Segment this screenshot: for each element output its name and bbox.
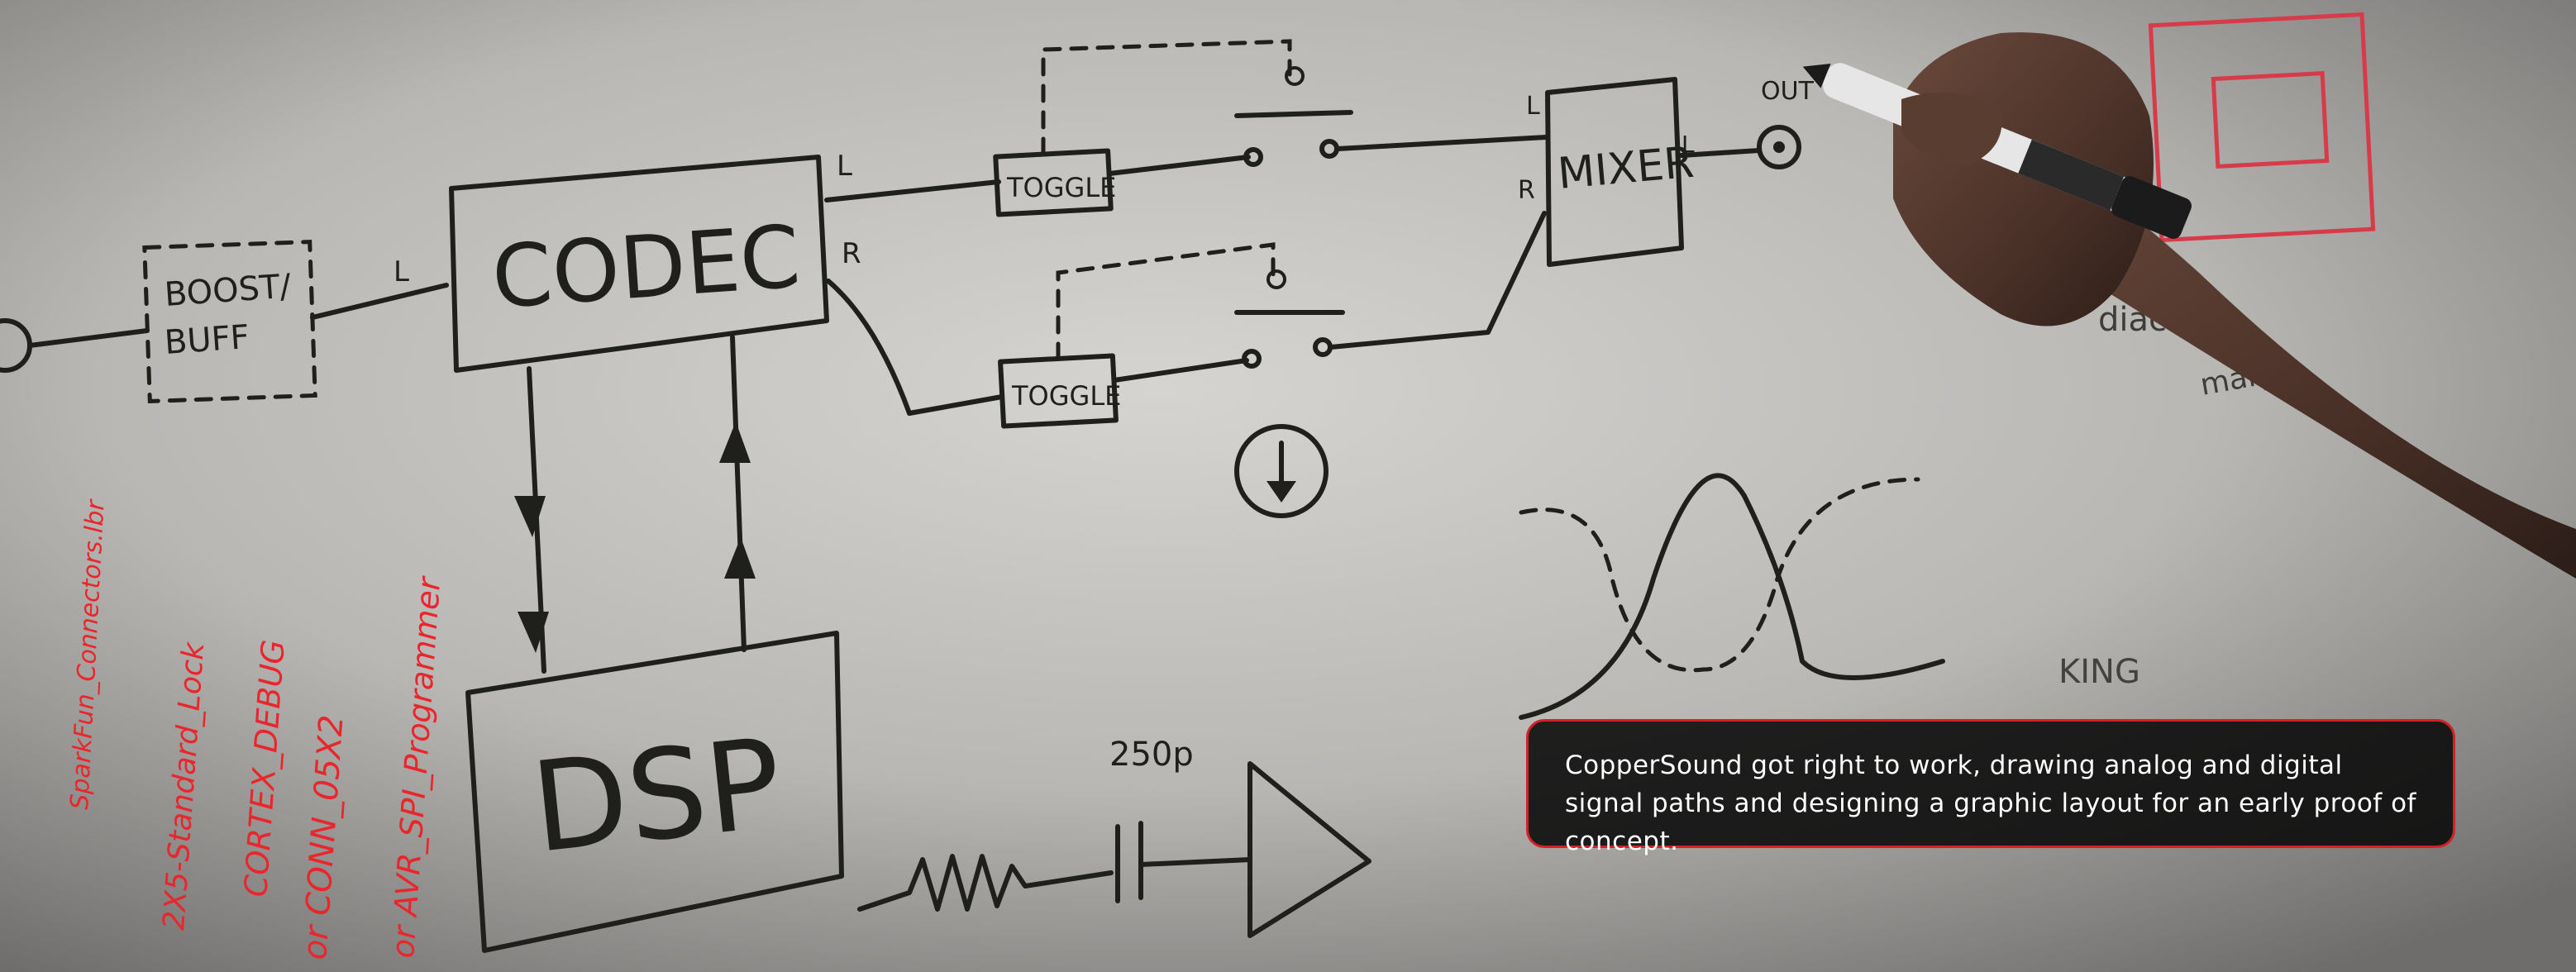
toggle-top-label: TOGGLE <box>1006 172 1116 203</box>
label-l-codec: L <box>837 150 852 183</box>
caption-text: CopperSound got right to work, drawing a… <box>1565 750 2416 856</box>
output-jack-center <box>1773 141 1785 153</box>
partial-text: KING <box>2058 653 2140 691</box>
toggle-bottom-label: TOGGLE <box>1011 380 1121 412</box>
caption-box: CopperSound got right to work, drawing a… <box>1526 719 2455 848</box>
codec-label: CODEC <box>489 206 803 328</box>
label-l: L <box>394 255 409 288</box>
label-l-mixer: L <box>1526 92 1540 121</box>
boost-buff-label-2: BUFF <box>163 318 250 362</box>
label-r-codec: R <box>842 237 861 270</box>
label-r-mixer: R <box>1518 176 1535 205</box>
out-label: OUT <box>1761 77 1815 106</box>
switch-lever <box>1237 112 1351 116</box>
dsp-label: DSP <box>526 712 789 881</box>
cap-value-label: 250p <box>1109 736 1194 774</box>
